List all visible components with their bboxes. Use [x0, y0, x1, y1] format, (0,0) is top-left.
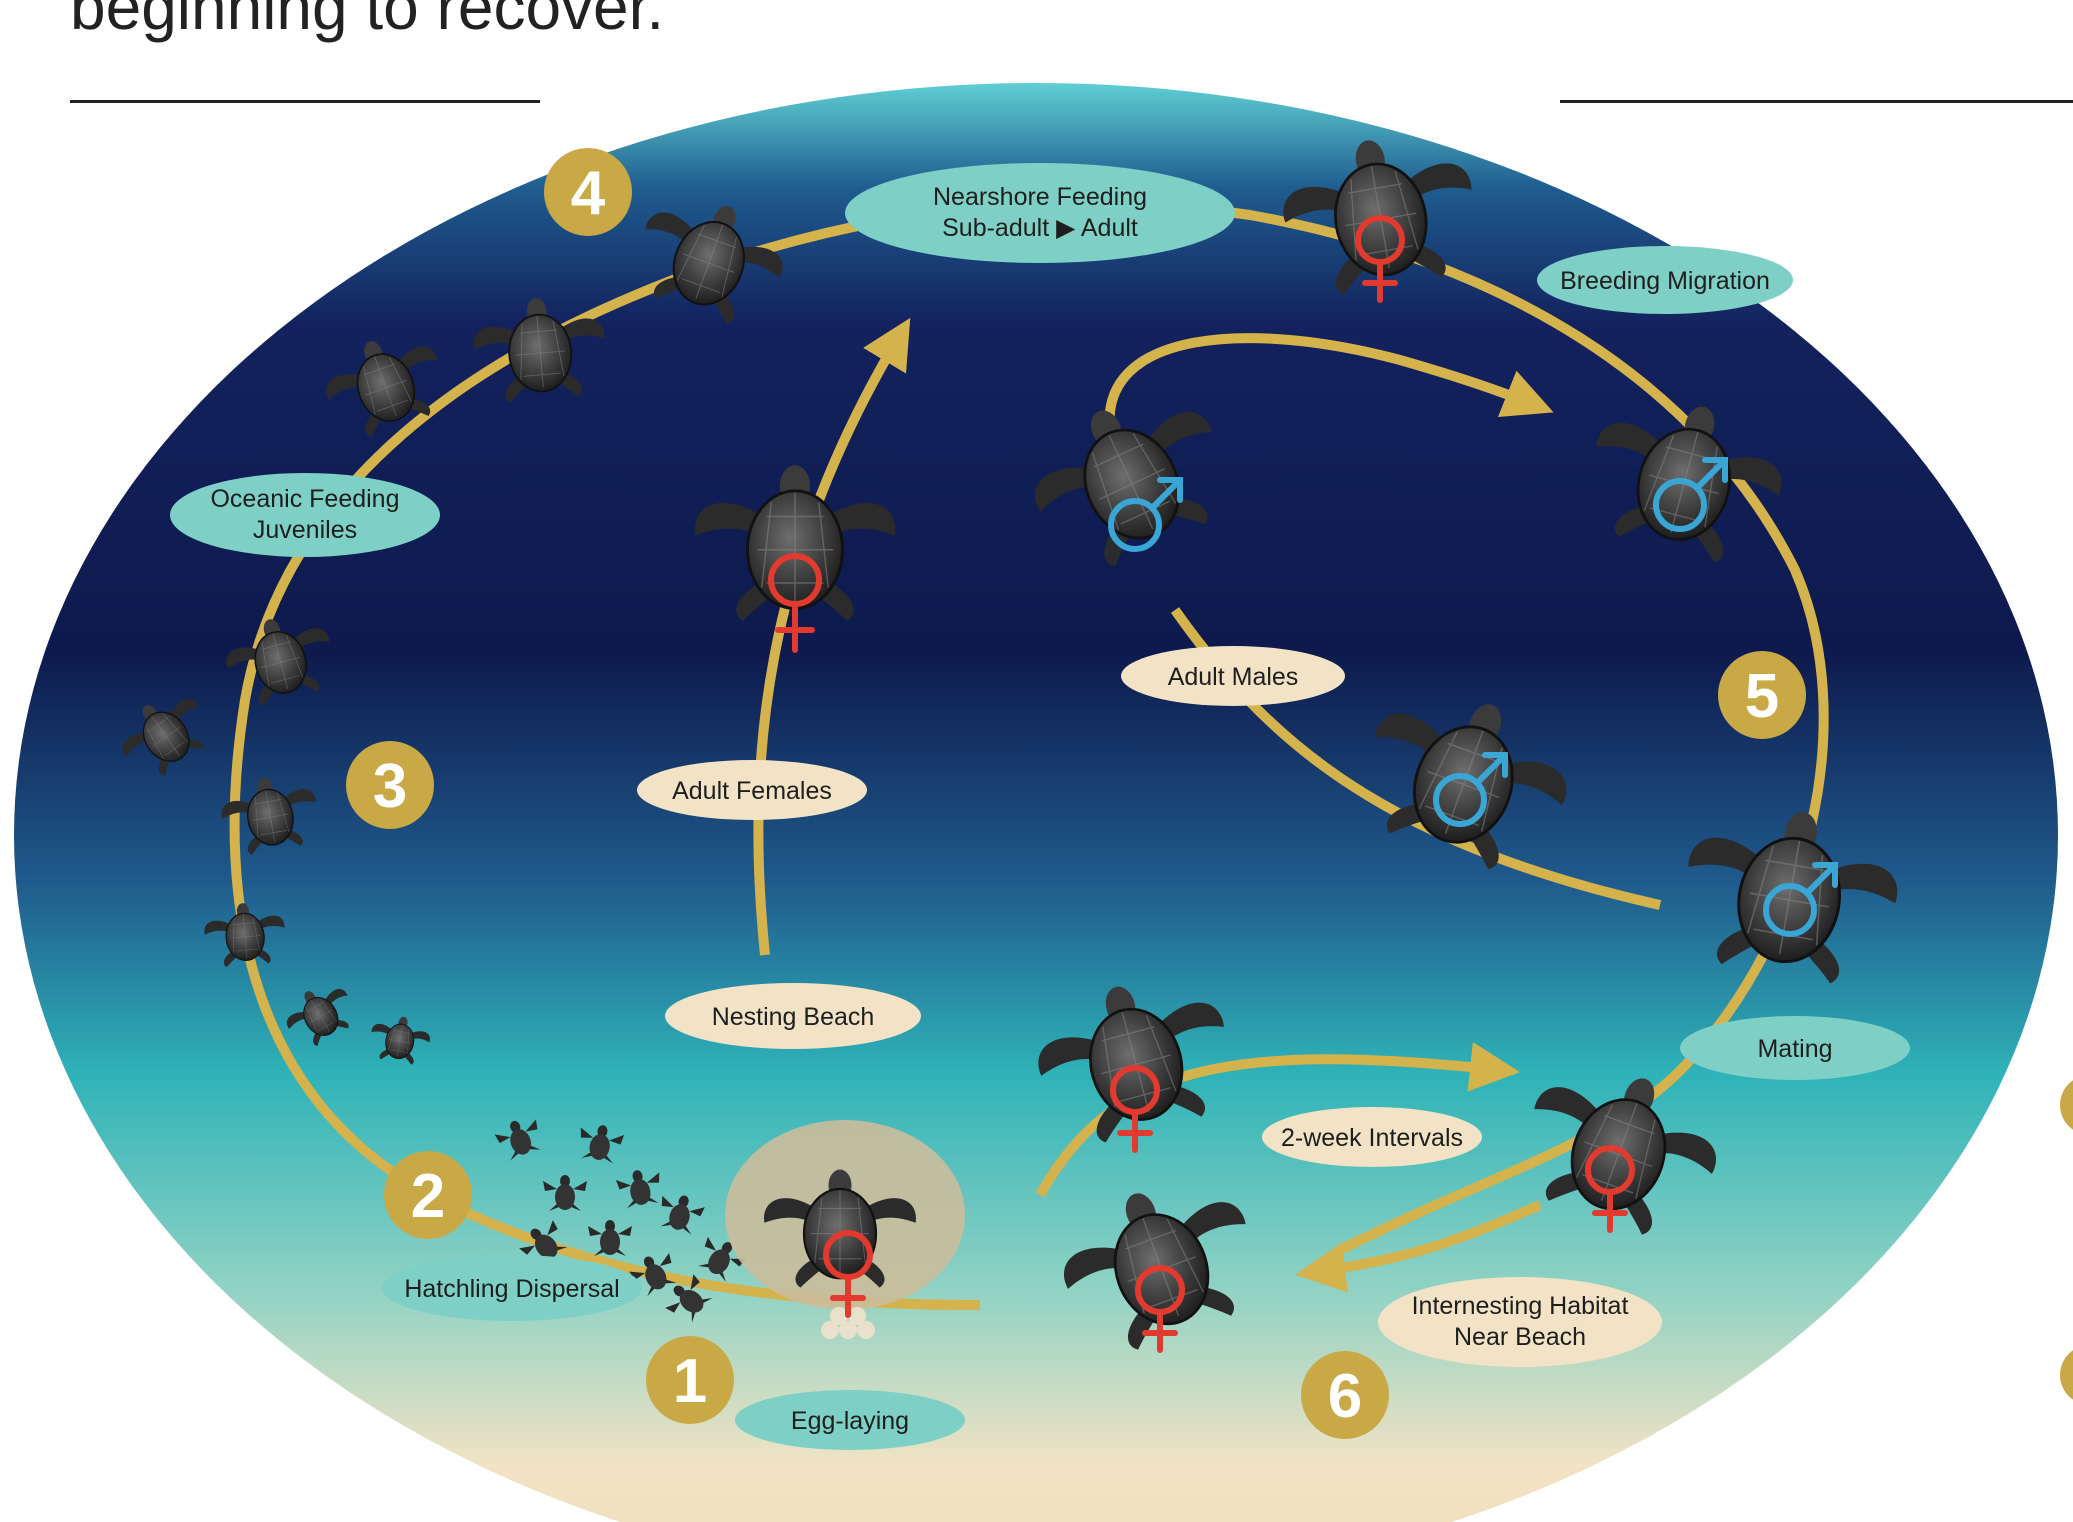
- label-nesting-beach: Nesting Beach: [665, 983, 921, 1049]
- svg-text:Adult Males: Adult Males: [1168, 663, 1299, 691]
- svg-text:6: 6: [1328, 1362, 1362, 1431]
- label-adult-females: Adult Females: [637, 760, 867, 820]
- svg-text:Mating: Mating: [1757, 1035, 1832, 1063]
- svg-text:Nesting Beach: Nesting Beach: [712, 1003, 875, 1031]
- svg-text:Egg-laying: Egg-laying: [791, 1407, 909, 1435]
- svg-text:Breeding Migration: Breeding Migration: [1560, 267, 1770, 295]
- svg-text:Adult Females: Adult Females: [672, 777, 832, 805]
- svg-text:1: 1: [673, 1347, 707, 1416]
- svg-text:3: 3: [373, 752, 407, 821]
- label-oceanic-feeding: Oceanic Feeding Juveniles: [170, 473, 440, 557]
- label-egg-laying: Egg-laying: [735, 1390, 965, 1450]
- stage-badge-5: 5: [1718, 651, 1806, 739]
- label-breeding-migration: Breeding Migration: [1537, 246, 1793, 314]
- stage-badge-2: 2: [384, 1151, 472, 1239]
- label-nearshore-feeding: Nearshore Feeding Sub-adult ▶ Adult: [845, 163, 1235, 263]
- svg-text:Near Beach: Near Beach: [1454, 1323, 1586, 1351]
- svg-text:2: 2: [411, 1162, 445, 1231]
- stage-badge-6: 6: [1301, 1351, 1389, 1439]
- label-internesting-habitat: Internesting Habitat Near Beach: [1378, 1277, 1662, 1367]
- svg-text:Juveniles: Juveniles: [253, 516, 357, 544]
- svg-text:Oceanic Feeding: Oceanic Feeding: [210, 485, 399, 513]
- svg-text:Sub-adult ▶ Adult: Sub-adult ▶ Adult: [942, 214, 1138, 242]
- label-two-week-intervals: 2-week Intervals: [1262, 1107, 1482, 1167]
- label-mating: Mating: [1680, 1016, 1910, 1080]
- svg-text:Hatchling Dispersal: Hatchling Dispersal: [404, 1275, 619, 1303]
- svg-text:Nearshore Feeding: Nearshore Feeding: [933, 183, 1147, 211]
- stage-badge-3: 3: [346, 741, 434, 829]
- svg-text:4: 4: [571, 159, 606, 228]
- svg-text:5: 5: [1745, 662, 1779, 731]
- label-adult-males: Adult Males: [1121, 646, 1345, 706]
- stage-badge-1: 1: [646, 1336, 734, 1424]
- label-hatchling-dispersal: Hatchling Dispersal: [382, 1255, 642, 1321]
- stage-badge-4: 4: [544, 148, 632, 236]
- svg-text:2-week Intervals: 2-week Intervals: [1281, 1124, 1463, 1152]
- svg-text:Internesting Habitat: Internesting Habitat: [1412, 1292, 1629, 1320]
